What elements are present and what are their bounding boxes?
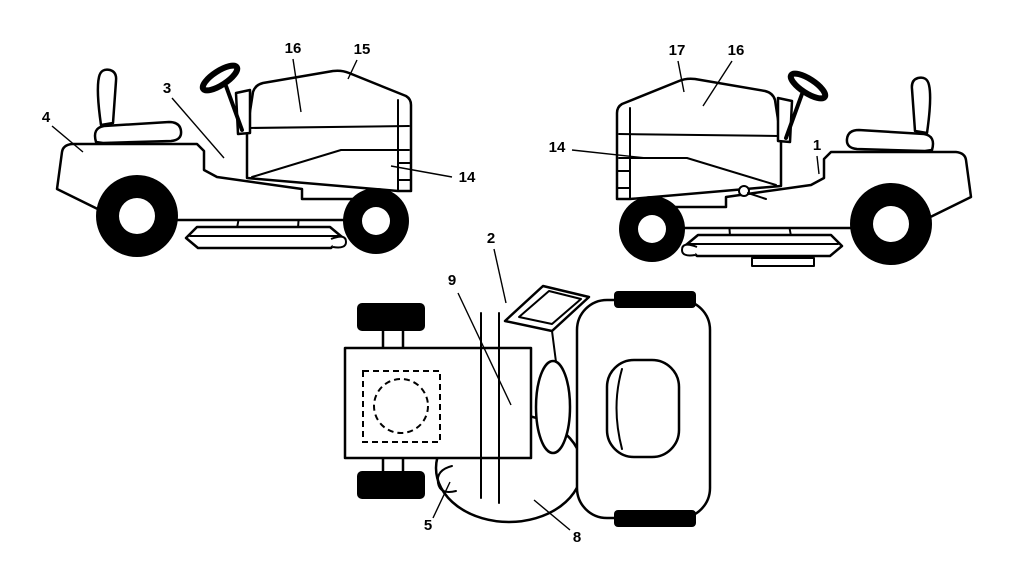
deck-lift-lever	[747, 192, 767, 200]
rear-left-tire	[614, 291, 696, 308]
leader-line	[533, 499, 571, 531]
deck-lift-lever-knob	[738, 185, 750, 197]
rear-right-tire	[614, 510, 696, 527]
callout-label: 14	[459, 169, 476, 186]
callout-16-right: 16	[702, 42, 745, 107]
deck-skid-plate	[751, 257, 815, 267]
callout-14-left: 14	[390, 165, 476, 186]
callout-label: 9	[448, 272, 456, 289]
leader-line	[432, 481, 451, 519]
callout-15: 15	[347, 41, 371, 80]
seat-top	[605, 358, 681, 459]
leader-line	[457, 292, 512, 406]
callout-9: 9	[448, 272, 512, 406]
steering-wheel-rim	[518, 290, 582, 325]
leader-line	[390, 165, 453, 178]
tractor-right-side-view	[617, 69, 971, 265]
callout-label: 16	[728, 42, 745, 59]
callout-label: 2	[487, 230, 495, 247]
engine-pulley-hidden	[373, 378, 429, 434]
tractor-left-side-view	[57, 61, 411, 257]
front-left-tire	[357, 303, 425, 331]
steering-column-top	[551, 330, 557, 363]
deck-gauge-wheel-bracket	[436, 465, 457, 493]
tractor-top-view	[343, 284, 712, 527]
leader-line	[702, 60, 733, 107]
leader-line	[493, 248, 507, 304]
callout-label: 5	[424, 517, 432, 534]
leader-line	[571, 149, 647, 159]
callout-5: 5	[424, 481, 451, 534]
callout-2: 2	[487, 230, 507, 304]
callouts: 4 3 16 15 14 17	[42, 40, 821, 546]
callout-label: 15	[354, 41, 371, 58]
leader-line	[816, 155, 820, 175]
callout-1: 1	[813, 137, 821, 175]
leader-line	[51, 125, 84, 153]
callout-label: 16	[285, 40, 302, 57]
callout-3: 3	[163, 80, 225, 159]
callout-label: 3	[163, 80, 171, 97]
front-right-tire	[357, 471, 425, 499]
callout-17: 17	[669, 42, 686, 93]
tractor-right-side-view-details	[738, 185, 815, 267]
callout-label: 8	[573, 529, 581, 546]
callout-8: 8	[533, 499, 581, 546]
leader-line	[292, 58, 302, 113]
callout-label: 14	[549, 139, 566, 156]
steering-wheel-top	[503, 284, 591, 333]
dash-tower	[534, 359, 572, 455]
leader-line	[171, 97, 225, 159]
leader-line	[677, 60, 685, 93]
engine-outline-hidden	[362, 370, 441, 443]
callout-14-right: 14	[549, 139, 647, 159]
leader-line	[347, 59, 358, 80]
seat-contour	[615, 368, 623, 450]
callout-label: 4	[42, 109, 51, 126]
callout-label: 17	[669, 42, 686, 59]
callout-label: 1	[813, 137, 821, 154]
callout-16-left: 16	[285, 40, 302, 113]
callout-4: 4	[42, 109, 84, 153]
